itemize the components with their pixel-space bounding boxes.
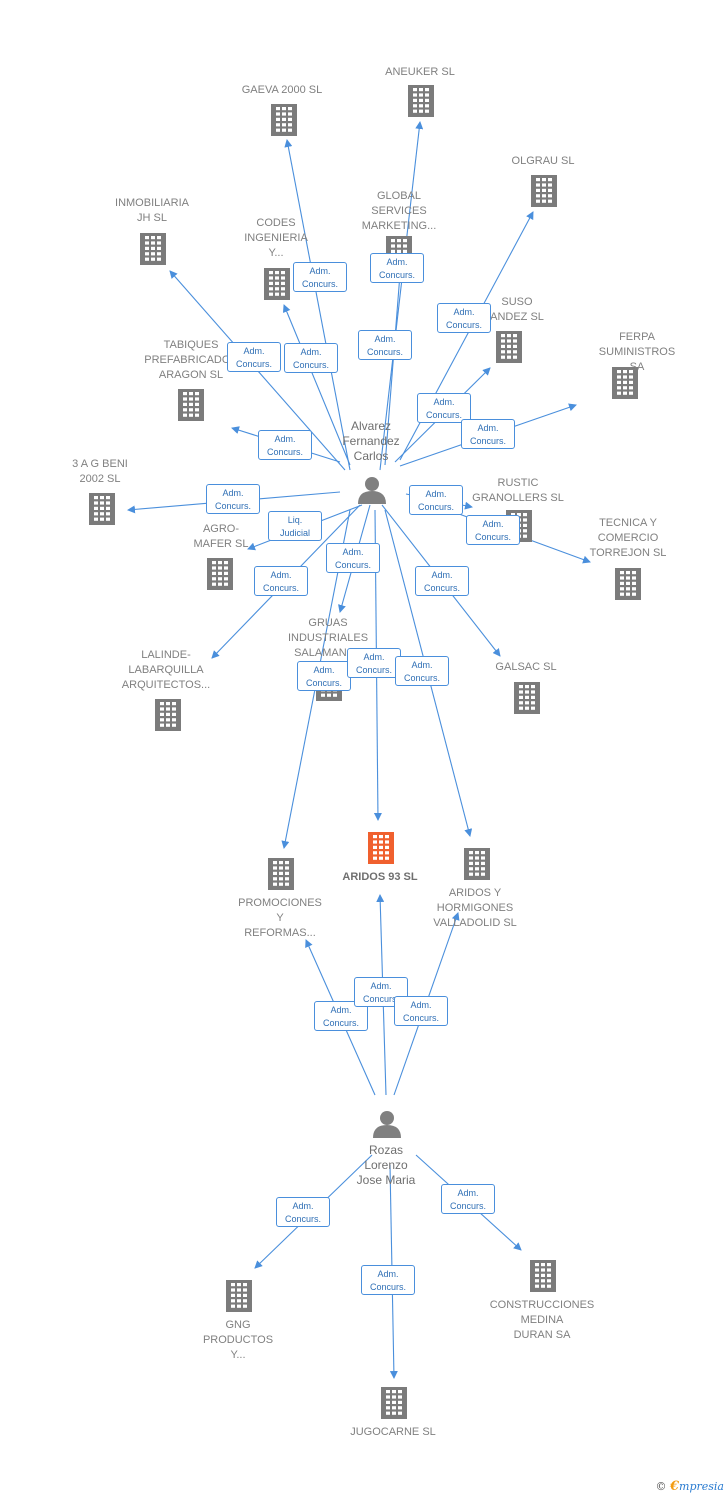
relation-edge bbox=[384, 273, 404, 466]
company-label[interactable]: 3 A G BENI 2002 SL bbox=[72, 458, 128, 485]
company-label[interactable]: OLGRAU SL bbox=[511, 155, 575, 167]
role-badge: Adm. Concurs. bbox=[284, 343, 338, 373]
company-label[interactable]: ARIDOS Y HORMIGONES VALLADOLID SL bbox=[433, 887, 517, 929]
building-icon[interactable] bbox=[89, 493, 115, 525]
company-label[interactable]: GLOBAL SERVICES MARKETING... bbox=[361, 190, 437, 232]
building-icon[interactable] bbox=[207, 558, 233, 590]
company-label[interactable]: CONSTRUCCIONES MEDINA DURAN SA bbox=[489, 1299, 595, 1341]
role-badge: Adm. Concurs. bbox=[276, 1197, 330, 1227]
role-badge: Liq. Judicial bbox=[268, 511, 322, 541]
building-icon[interactable] bbox=[531, 175, 557, 207]
role-badge: Adm. Concurs. bbox=[437, 303, 491, 333]
relation-edge bbox=[282, 304, 351, 466]
role-badge: Adm. Concurs. bbox=[417, 393, 471, 423]
person-label[interactable]: Alvarez Fernandez Carlos bbox=[342, 419, 400, 463]
company-label[interactable]: GNG PRODUCTOS Y... bbox=[202, 1319, 274, 1361]
brand-logo-letter: € bbox=[669, 1479, 680, 1494]
building-icon[interactable] bbox=[530, 1260, 556, 1292]
building-icon[interactable] bbox=[615, 568, 641, 600]
role-badge: Adm. Concurs. bbox=[395, 656, 449, 686]
role-badge: Adm. Concurs. bbox=[441, 1184, 495, 1214]
building-icon[interactable] bbox=[496, 331, 522, 363]
building-icon[interactable] bbox=[268, 858, 294, 890]
role-badge: Adm. Concurs. bbox=[293, 262, 347, 292]
role-badge: Adm. Concurs. bbox=[297, 661, 351, 691]
role-badge: Adm. Concurs. bbox=[326, 543, 380, 573]
company-label[interactable]: PROMOCIONES Y REFORMAS... bbox=[238, 897, 322, 939]
company-label[interactable]: ANEUKER SL bbox=[385, 66, 455, 78]
building-icon[interactable] bbox=[271, 104, 297, 136]
role-badge: Adm. Concurs. bbox=[206, 484, 260, 514]
building-icon[interactable] bbox=[368, 832, 394, 864]
company-label[interactable]: GRUAS INDUSTRIALES SALAMANCA bbox=[287, 617, 369, 659]
person-icon[interactable] bbox=[373, 1111, 401, 1138]
role-badge: Adm. Concurs. bbox=[394, 996, 448, 1026]
building-icon[interactable] bbox=[264, 268, 290, 300]
role-badge: Adm. Concurs. bbox=[415, 566, 469, 596]
company-label[interactable]: TABIQUES PREFABRICADOS ARAGON SL bbox=[144, 339, 238, 381]
building-icon[interactable] bbox=[381, 1387, 407, 1419]
building-icon[interactable] bbox=[514, 682, 540, 714]
company-label[interactable]: LALINDE- LABARQUILLA ARQUITECTOS... bbox=[121, 649, 211, 691]
company-label[interactable]: AGRO- MAFER SL bbox=[193, 523, 249, 550]
company-label[interactable]: SUSO ANDEZ SL bbox=[490, 296, 544, 323]
building-icon[interactable] bbox=[155, 699, 181, 731]
company-label[interactable]: TECNICA Y COMERCIO TORREJON SL bbox=[589, 517, 667, 559]
building-icon[interactable] bbox=[464, 848, 490, 880]
person-icon[interactable] bbox=[358, 477, 386, 504]
company-label[interactable]: FERPA SUMINISTROS SA bbox=[598, 331, 676, 373]
role-badge: Adm. Concurs. bbox=[354, 977, 408, 1007]
building-icon[interactable] bbox=[178, 389, 204, 421]
company-label[interactable]: GALSAC SL bbox=[495, 661, 557, 673]
building-icon[interactable] bbox=[140, 233, 166, 265]
company-label[interactable]: CODES INGENIERIA Y... bbox=[244, 217, 308, 259]
company-label[interactable]: GAEVA 2000 SL bbox=[241, 84, 323, 96]
footer-brand[interactable]: © €mpresia bbox=[655, 1479, 724, 1494]
building-icon[interactable] bbox=[612, 367, 638, 399]
copyright-symbol: © bbox=[655, 1480, 667, 1493]
building-icon[interactable] bbox=[226, 1280, 252, 1312]
relation-edge bbox=[284, 139, 351, 471]
person-label[interactable]: Rozas Lorenzo Jose Maria bbox=[356, 1143, 416, 1187]
role-badge: Adm. Concurs. bbox=[347, 648, 401, 678]
company-label[interactable]: INMOBILIARIA JH SL bbox=[115, 197, 189, 224]
building-icon[interactable] bbox=[408, 85, 434, 117]
role-badge: Adm. Concurs. bbox=[370, 253, 424, 283]
role-badge: Adm. Concurs. bbox=[466, 515, 520, 545]
role-badge: Adm. Concurs. bbox=[258, 430, 312, 460]
company-label[interactable]: ARIDOS 93 SL bbox=[342, 871, 418, 883]
role-badge: Adm. Concurs. bbox=[361, 1265, 415, 1295]
brand-logo-text: mpresia bbox=[679, 1480, 724, 1493]
company-label[interactable]: JUGOCARNE SL bbox=[350, 1426, 436, 1438]
role-badge: Adm. Concurs. bbox=[358, 330, 412, 360]
role-badge: Adm. Concurs. bbox=[227, 342, 281, 372]
role-badge: Adm. Concurs. bbox=[409, 485, 463, 515]
role-badge: Adm. Concurs. bbox=[254, 566, 308, 596]
role-badge: Adm. Concurs. bbox=[461, 419, 515, 449]
relation-edge bbox=[379, 121, 424, 471]
company-label[interactable]: RUSTIC GRANOLLERS SL bbox=[472, 477, 564, 504]
